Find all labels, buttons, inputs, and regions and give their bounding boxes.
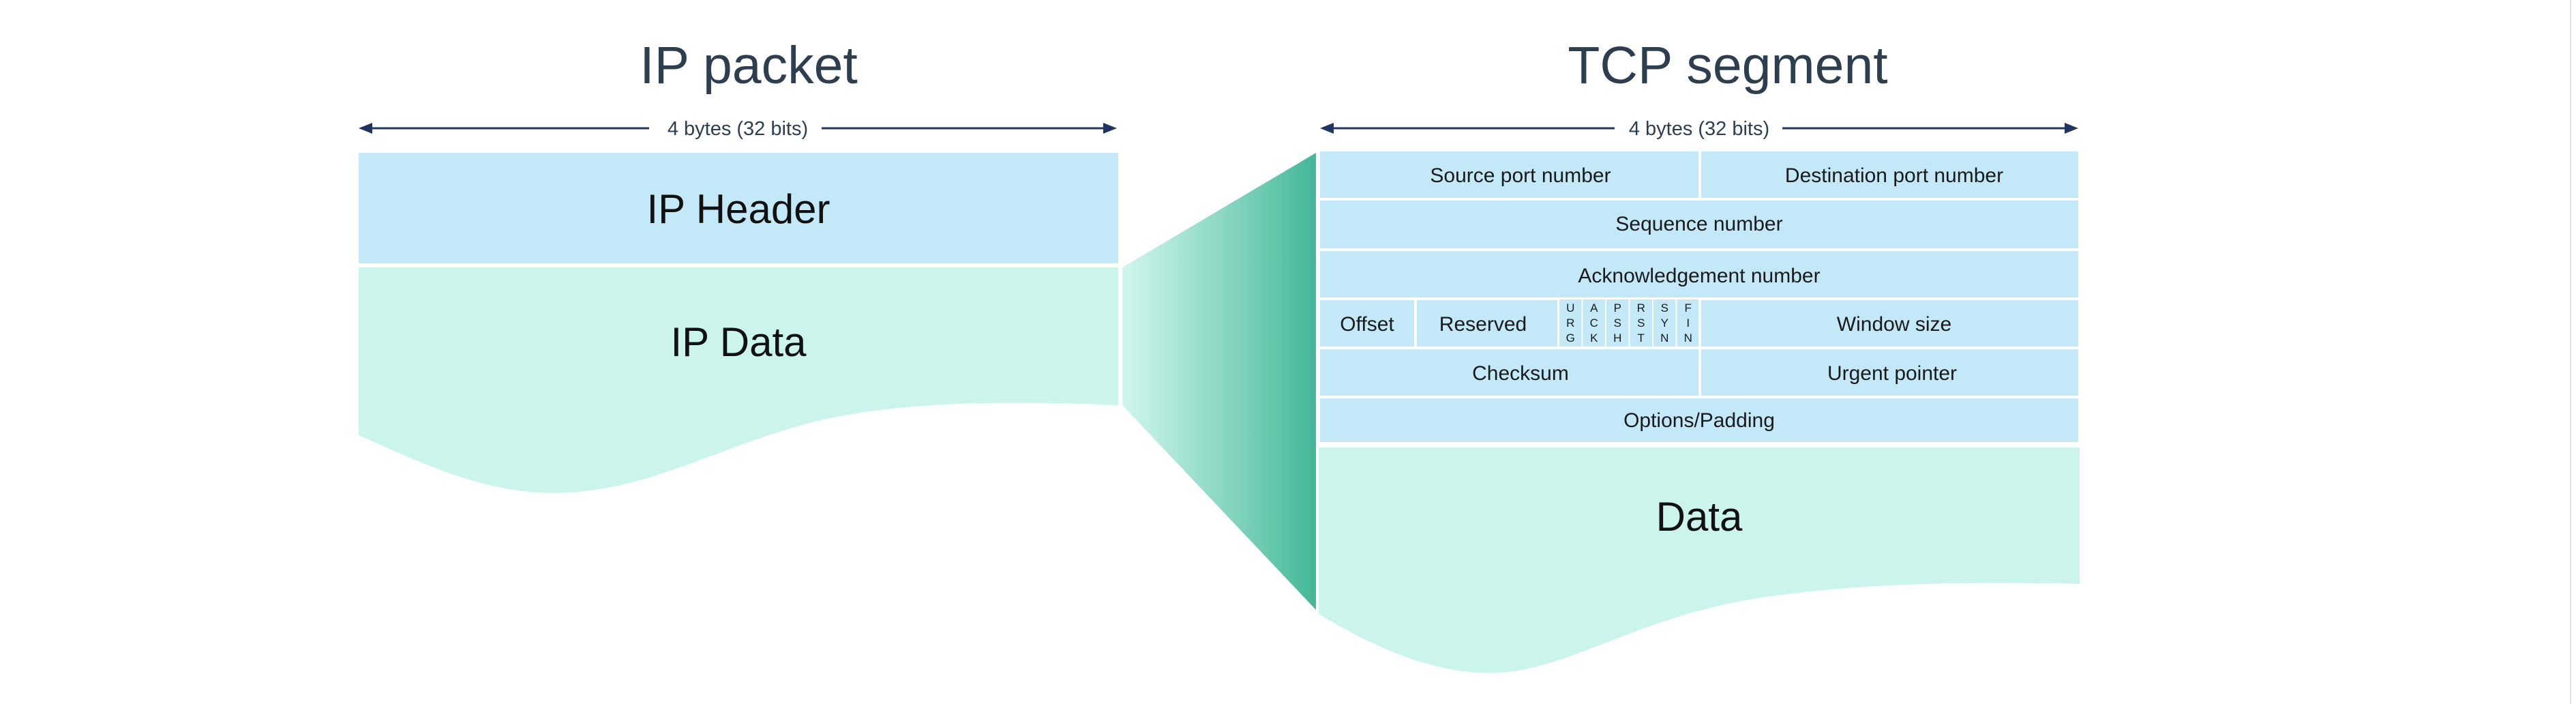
ip-packet-title: IP packet xyxy=(640,36,858,95)
flag-letter: N xyxy=(1684,332,1692,344)
source-port-label: Source port number xyxy=(1430,164,1611,187)
destination-port-field xyxy=(1698,149,2081,201)
tcp-width-arrow: 4 bytes (32 bits) xyxy=(1320,118,2078,140)
flag-letter: Y xyxy=(1661,317,1668,329)
tcp-data-label: Data xyxy=(1656,494,1743,540)
flag-letter: S xyxy=(1614,317,1621,329)
flag-letter: S xyxy=(1661,302,1668,314)
flag-cell-syn xyxy=(1652,298,1677,349)
flag-letter: N xyxy=(1660,332,1668,344)
ip-data-label: IP Data xyxy=(670,319,807,365)
checksum-label: Checksum xyxy=(1472,362,1569,385)
tcp-arrow-left-head xyxy=(1320,123,1334,134)
flag-letter: F xyxy=(1685,302,1692,314)
urgent-pointer-label: Urgent pointer xyxy=(1827,362,1957,385)
reserved-label: Reserved xyxy=(1439,313,1527,336)
tcp-width-label: 4 bytes (32 bits) xyxy=(1629,118,1769,140)
ip-arrow-left-head xyxy=(359,123,372,134)
flag-letter: U xyxy=(1566,302,1574,314)
flag-letter: K xyxy=(1590,332,1598,344)
sequence-number-field xyxy=(1317,198,2081,251)
ip-data-block xyxy=(359,267,1118,493)
ip-packet: IP packet 4 bytes (32 bits) IP Header IP… xyxy=(359,36,1118,493)
options-padding-label: Options/Padding xyxy=(1623,409,1775,432)
flag-letter: G xyxy=(1566,332,1575,344)
offset-label: Offset xyxy=(1340,313,1394,336)
sequence-number-label: Sequence number xyxy=(1615,213,1782,235)
window-size-label: Window size xyxy=(1837,313,1951,336)
flag-letter: R xyxy=(1566,317,1574,329)
flag-letter: S xyxy=(1637,317,1645,329)
tcp-segment-title: TCP segment xyxy=(1568,36,1887,95)
ip-header-label: IP Header xyxy=(646,186,830,232)
urgent-pointer-field xyxy=(1698,347,2081,398)
zoom-connector xyxy=(1122,153,1316,610)
reserved-field xyxy=(1414,297,1560,349)
ip-width-label: 4 bytes (32 bits) xyxy=(668,118,808,140)
offset-field xyxy=(1317,297,1417,349)
checksum-field xyxy=(1317,347,1701,398)
flag-letter: H xyxy=(1613,332,1621,344)
tcp-segment: TCP segment 4 bytes (32 bits) Source por… xyxy=(1317,36,2081,673)
flag-letter: A xyxy=(1590,302,1598,314)
flag-letter: I xyxy=(1686,317,1690,329)
destination-port-label: Destination port number xyxy=(1785,164,2003,187)
ip-header-block xyxy=(359,153,1118,263)
tcp-data-block xyxy=(1319,448,2080,673)
flag-letter: R xyxy=(1637,302,1645,314)
flag-letter: C xyxy=(1590,317,1598,329)
flag-letter: P xyxy=(1614,302,1621,314)
tcp-arrow-right-head xyxy=(2065,123,2078,134)
ip-arrow-right-head xyxy=(1103,123,1117,134)
acknowledgement-number-label: Acknowledgement number xyxy=(1578,265,1820,287)
options-padding-field xyxy=(1317,396,2081,445)
ip-width-arrow: 4 bytes (32 bits) xyxy=(359,118,1117,140)
flag-letter: T xyxy=(1638,332,1645,344)
